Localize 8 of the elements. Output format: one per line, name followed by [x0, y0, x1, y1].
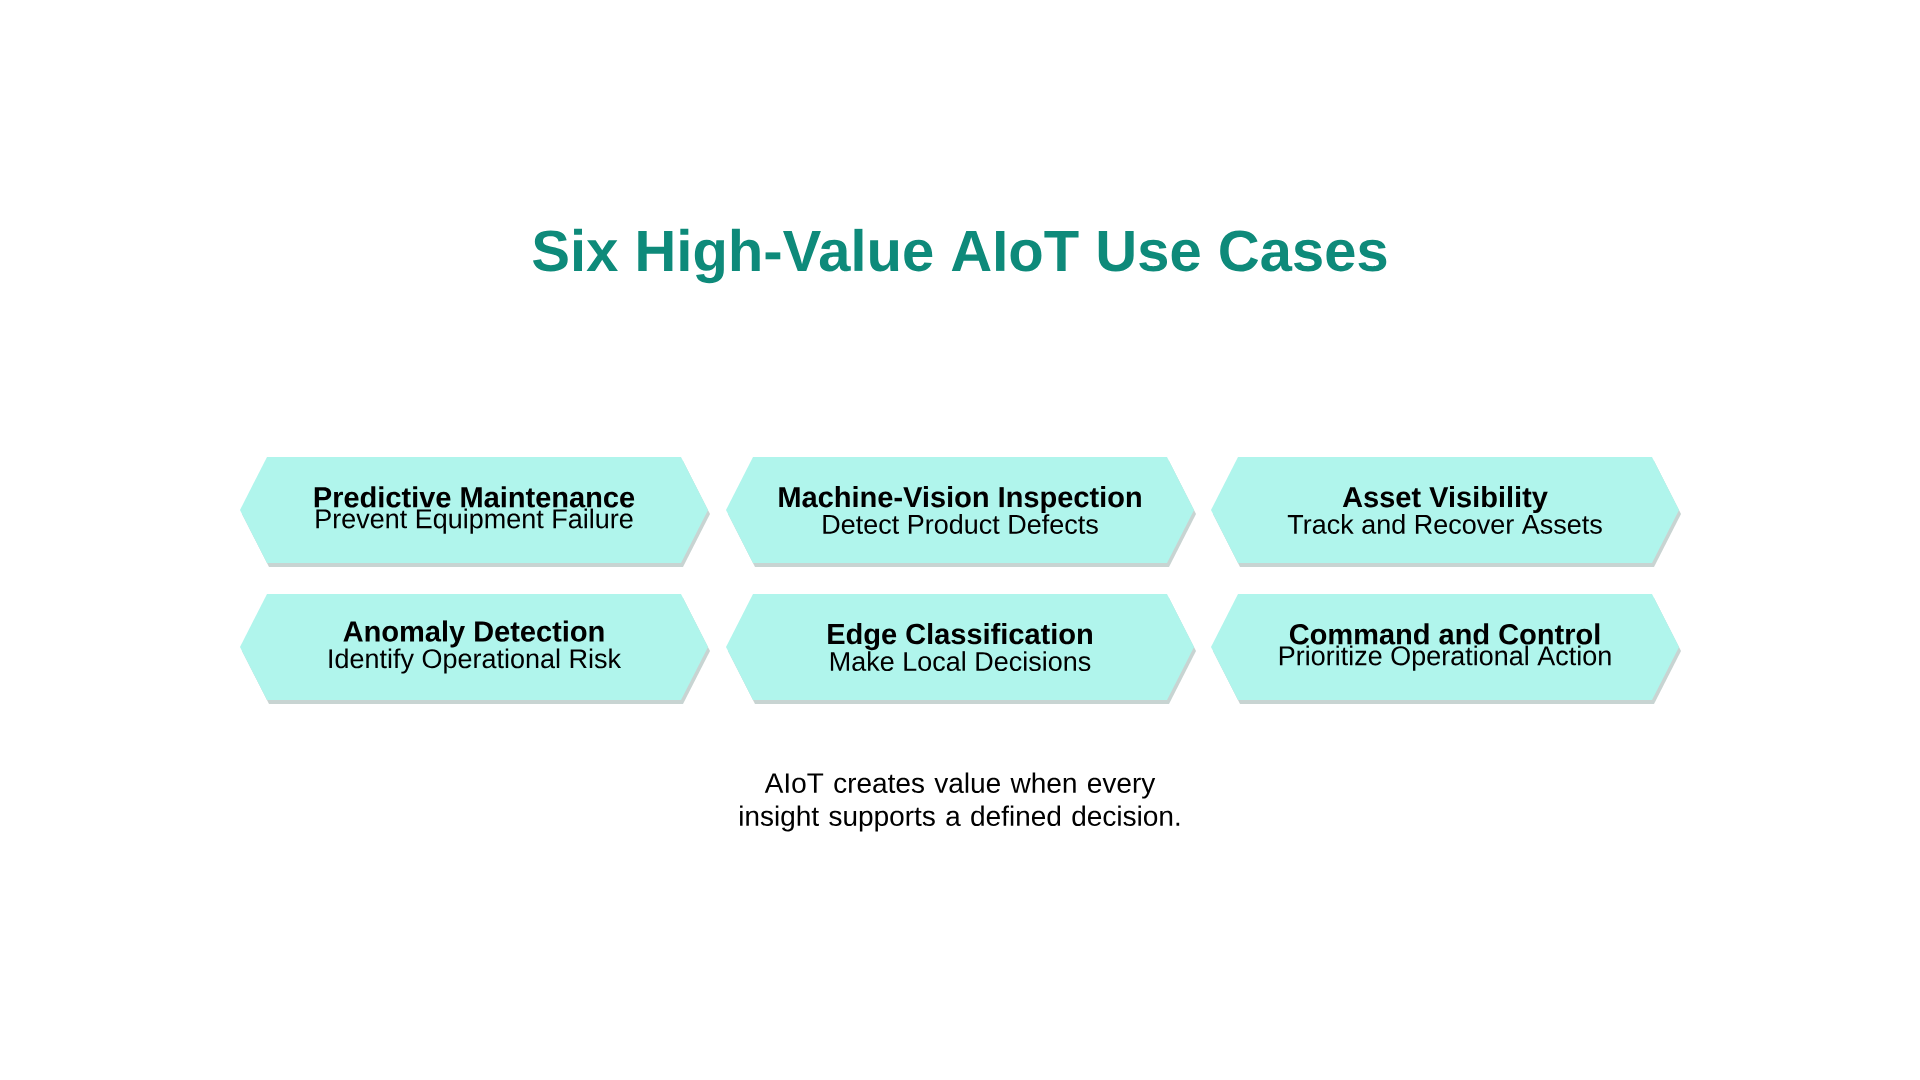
caption: AIoT creates value when every insight supports a defined decision.: [740, 772, 1180, 832]
title: Six High-Value AIoT Use Cases: [533, 228, 1387, 284]
hexagon-box: Edge Classification Make Local Decisions: [726, 594, 1196, 704]
hexagon-box: Asset Visibility Track and Recover Assets: [1211, 457, 1681, 567]
hexagon-box: Machine-Vision Inspection Detect Product Defects: [726, 457, 1196, 567]
hexagon-box: Predictive Maintenance Prevent Equipment Failure: [240, 457, 710, 567]
hexagon-box: Command and Control Prioritize Operational Action: [1211, 594, 1681, 704]
hexagon-box: Anomaly Detection Identify Operational Risk: [240, 594, 710, 704]
